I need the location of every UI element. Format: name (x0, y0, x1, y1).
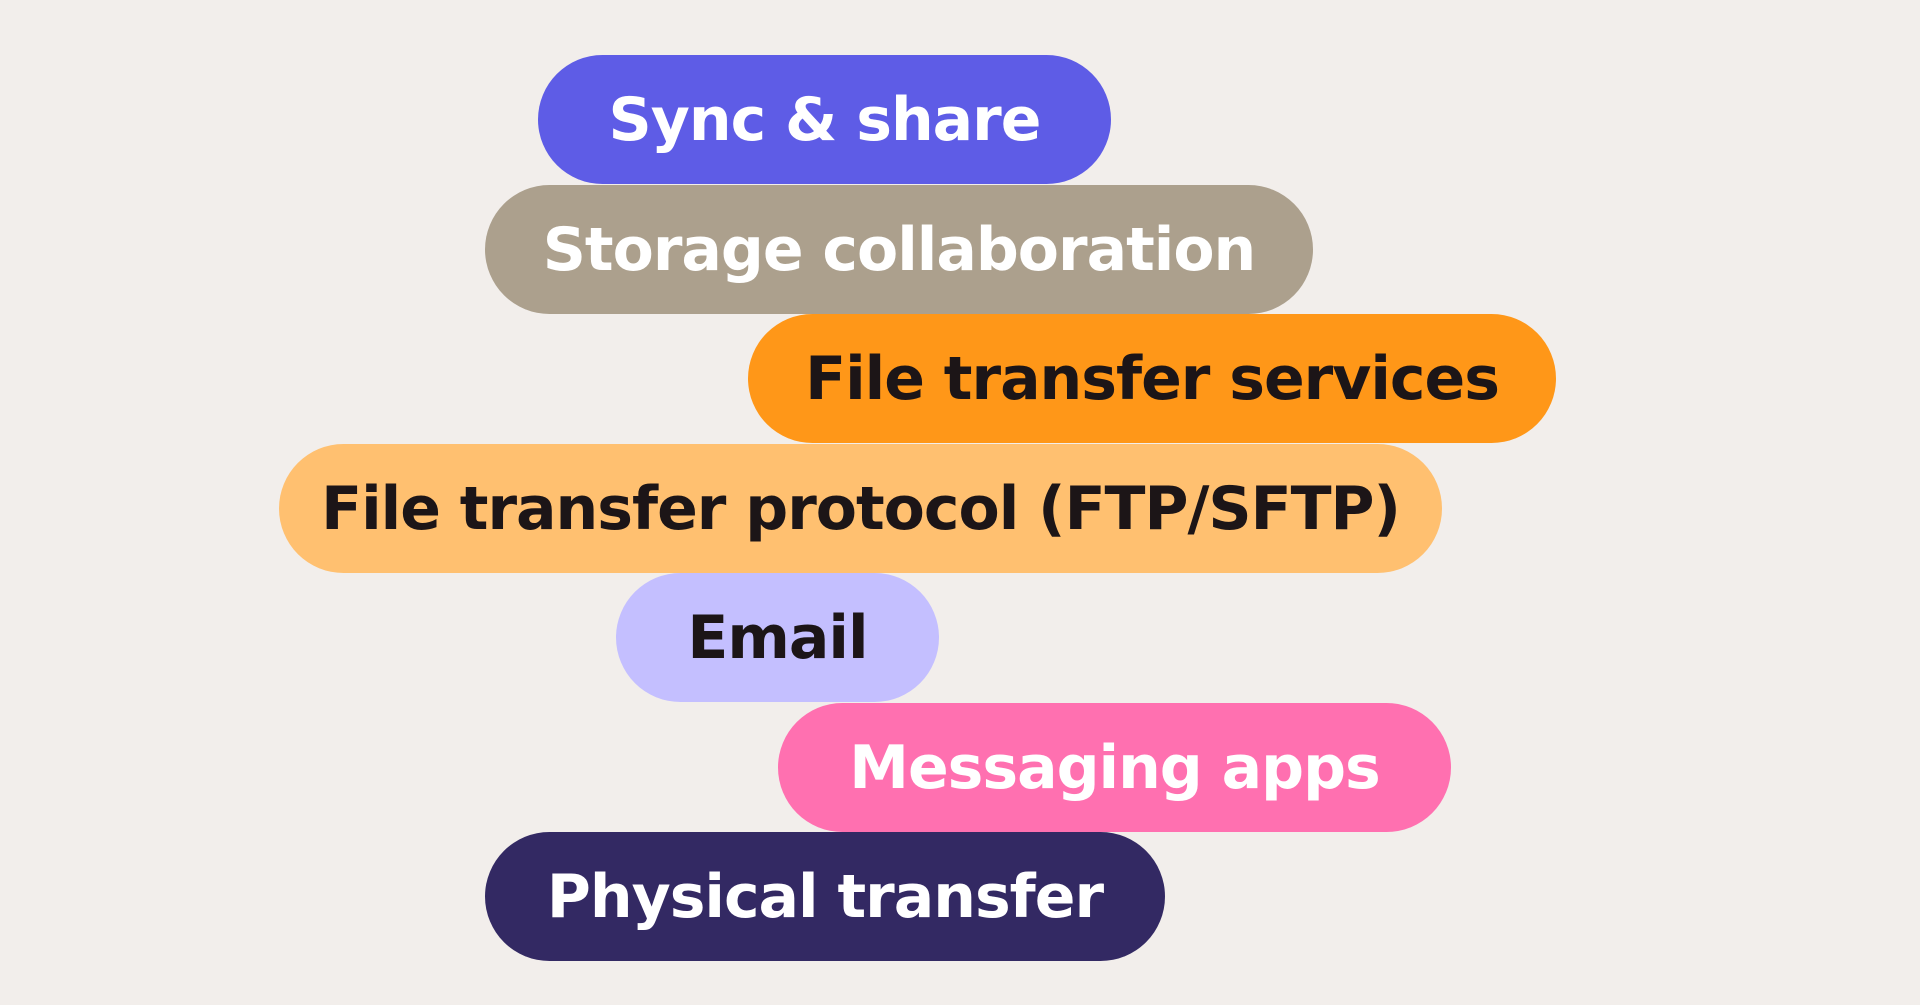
pill-file-transfer-protocol: File transfer protocol (FTP/SFTP) (279, 444, 1442, 573)
pill-physical-transfer: Physical transfer (485, 832, 1165, 961)
pill-label: Email (687, 602, 868, 673)
pill-label: Sync & share (608, 84, 1042, 155)
pill-label: Storage collaboration (542, 214, 1257, 285)
pill-file-transfer-services: File transfer services (748, 314, 1556, 443)
pill-email: Email (616, 573, 939, 702)
pill-label: Physical transfer (546, 861, 1104, 932)
pill-messaging-apps: Messaging apps (778, 703, 1451, 832)
pill-sync-and-share: Sync & share (538, 55, 1111, 184)
pill-label: Messaging apps (849, 732, 1380, 803)
pill-storage-collaboration: Storage collaboration (485, 185, 1313, 314)
pill-label: File transfer protocol (FTP/SFTP) (321, 473, 1401, 544)
pill-label: File transfer services (805, 343, 1500, 414)
